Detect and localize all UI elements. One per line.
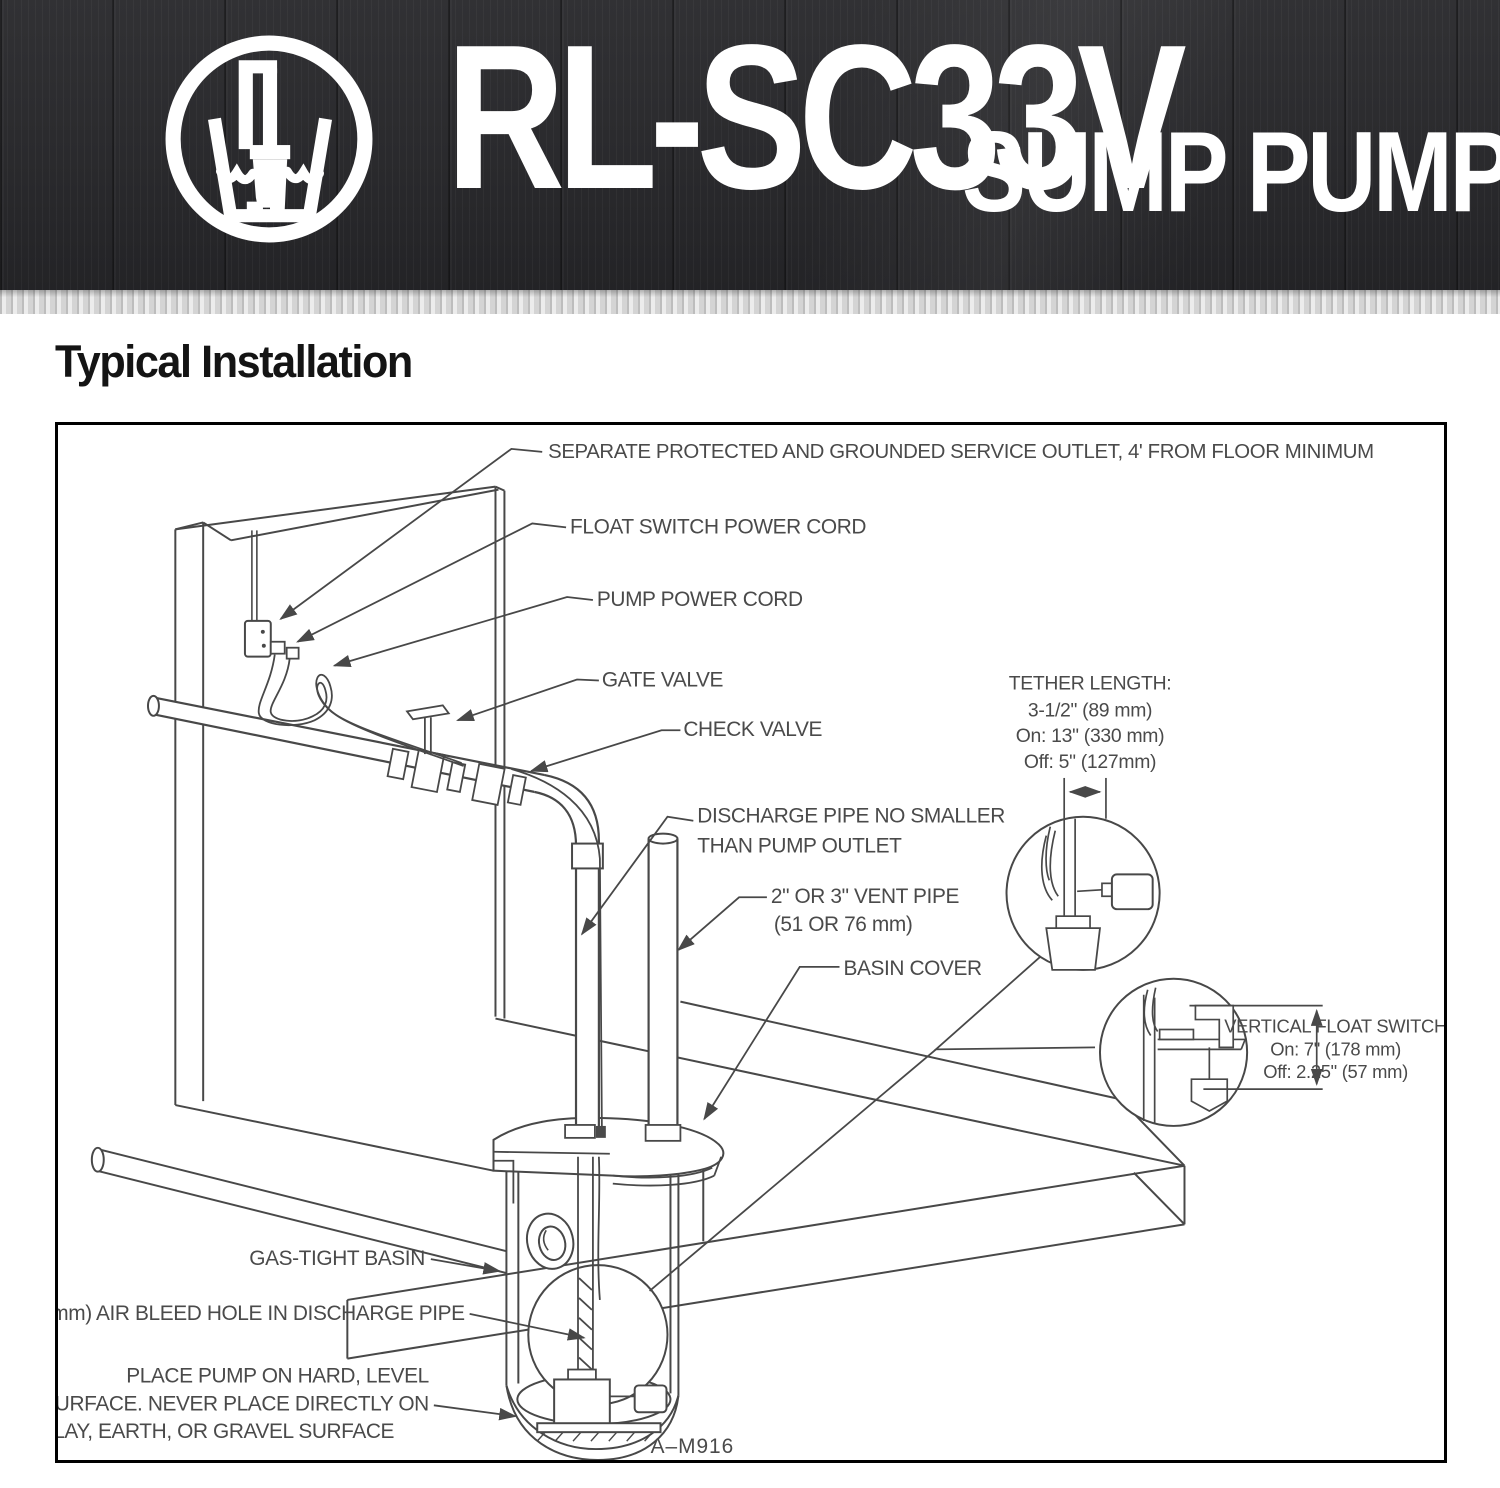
tether-float bbox=[1110, 873, 1154, 911]
vfs-dimension bbox=[1189, 1004, 1323, 1090]
label-pump-cord: PUMP POWER CORD bbox=[597, 588, 803, 611]
label-tether-2: On: 13" (330 mm) bbox=[1016, 725, 1165, 747]
diagram-labels: SEPARATE PROTECTED AND GROUNDED SERVICE … bbox=[58, 441, 1444, 1458]
label-basin-cover: BASIN COVER bbox=[843, 957, 982, 980]
vent-pipe bbox=[644, 832, 682, 1142]
pump-detail-circle bbox=[527, 1156, 669, 1442]
label-outlet: SEPARATE PROTECTED AND GROUNDED SERVICE … bbox=[548, 441, 1374, 463]
pump-plug bbox=[285, 646, 300, 660]
horizontal-discharge-run bbox=[147, 694, 545, 806]
float-switch-plug bbox=[269, 640, 286, 655]
product-title: SUMP PUMP bbox=[962, 109, 1500, 236]
label-vent-1: 2" OR 3" VENT PIPE bbox=[771, 885, 960, 908]
label-place-2: SURFACE. NEVER PLACE DIRECTLY ON bbox=[58, 1392, 429, 1415]
discharge-pipe bbox=[534, 773, 606, 1139]
label-discharge-2: THAN PUMP OUTLET bbox=[697, 835, 902, 858]
pump-float bbox=[633, 1384, 668, 1414]
gate-valve-handle bbox=[405, 704, 451, 721]
label-air-bleed: 3/16" (4.8 mm) AIR BLEED HOLE IN DISCHAR… bbox=[58, 1302, 465, 1325]
pump-power-cord bbox=[269, 658, 464, 767]
model-title: RL-SC33V bbox=[446, 2, 1187, 232]
basin-cover bbox=[492, 1116, 725, 1204]
wall bbox=[174, 485, 506, 1106]
cord-along-pipe bbox=[511, 768, 603, 1127]
vertical-float bbox=[1190, 1078, 1229, 1112]
gas-tight-basin bbox=[505, 1158, 680, 1460]
label-vfs-off: Off: 2.25" (57 mm) bbox=[1263, 1061, 1408, 1082]
label-place-1: PLACE PUMP ON HARD, LEVEL bbox=[126, 1364, 429, 1387]
sump-pump-icon bbox=[165, 35, 373, 243]
label-vent-2: (51 OR 76 mm) bbox=[774, 913, 913, 936]
header-bottom-strip bbox=[0, 290, 1500, 314]
outlet-box-and-cords bbox=[243, 530, 603, 1127]
label-place-3: CLAY, EARTH, OR GRAVEL SURFACE bbox=[58, 1420, 395, 1443]
label-vfs-on: On: 7" (178 mm) bbox=[1270, 1038, 1401, 1059]
label-float-switch-cord: FLOAT SWITCH POWER CORD bbox=[570, 515, 866, 538]
section-title: Typical Installation bbox=[55, 336, 413, 387]
label-check-valve: CHECK VALVE bbox=[683, 718, 822, 741]
label-tether-1: 3-1/2" (89 mm) bbox=[1028, 699, 1152, 721]
label-tether-title: TETHER LENGTH: bbox=[1009, 672, 1172, 694]
inlet-pipe bbox=[90, 1146, 507, 1275]
basin-inlet-hole bbox=[525, 1212, 575, 1270]
cord-grommet bbox=[595, 1125, 606, 1138]
installation-diagram-frame: SEPARATE PROTECTED AND GROUNDED SERVICE … bbox=[55, 422, 1447, 1463]
check-valve-body bbox=[471, 762, 506, 806]
label-gas-tight: GAS-TIGHT BASIN bbox=[249, 1247, 425, 1270]
service-outlet bbox=[243, 619, 272, 658]
tether-dimension bbox=[1063, 777, 1107, 819]
tether-detail-circle bbox=[1005, 777, 1161, 971]
installation-diagram: SEPARATE PROTECTED AND GROUNDED SERVICE … bbox=[58, 441, 1444, 1460]
header-banner: RL-SC33V SUMP PUMP bbox=[0, 0, 1500, 290]
detail-connector-lines bbox=[649, 954, 1096, 1292]
label-vfs-title: VERTICAL FLOAT SWITCH bbox=[1224, 1015, 1444, 1036]
label-gate-valve: GATE VALVE bbox=[602, 668, 724, 691]
vertical-float-detail-circle bbox=[1098, 977, 1323, 1127]
drawing-number: A–M916 bbox=[651, 1435, 735, 1458]
label-tether-3: Off: 5" (127mm) bbox=[1024, 751, 1156, 773]
label-discharge-1: DISCHARGE PIPE NO SMALLER bbox=[697, 805, 1005, 828]
gate-valve-assembly bbox=[405, 704, 451, 794]
leader-lines bbox=[279, 447, 840, 1421]
